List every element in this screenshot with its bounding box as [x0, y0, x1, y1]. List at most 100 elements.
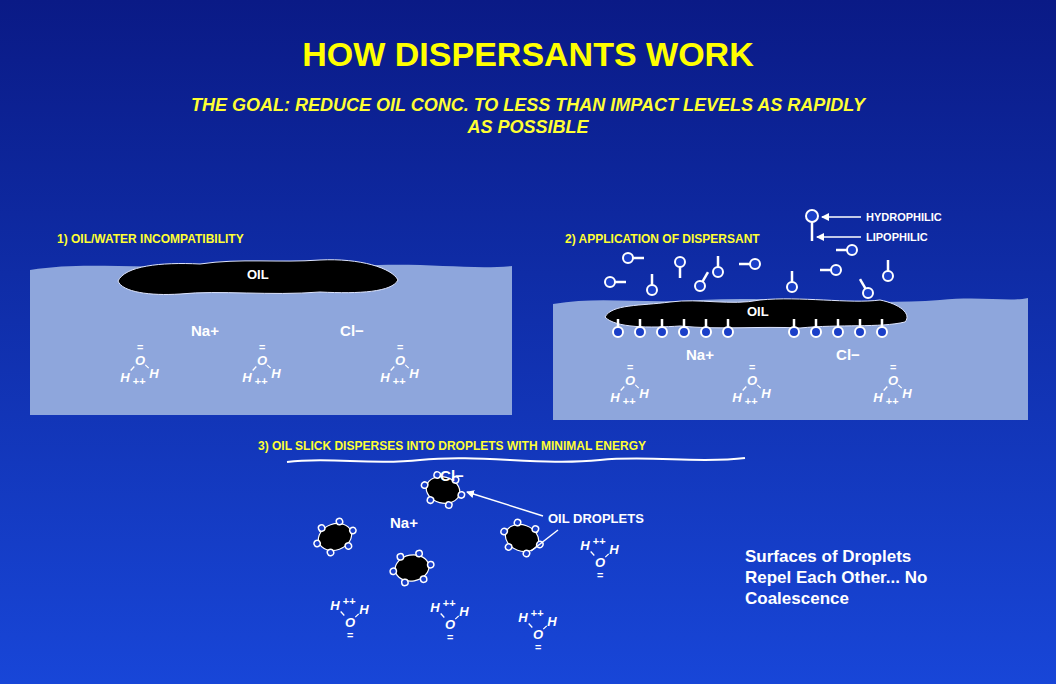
bond-line [605, 554, 608, 557]
atom-label: H [149, 367, 158, 380]
charge-mark: = [137, 341, 143, 354]
atom-label: O [395, 354, 405, 367]
dispersant-head [397, 553, 404, 560]
lipophilic-tail [881, 319, 884, 327]
atom-label: O [257, 354, 267, 367]
charge-mark: = [259, 341, 265, 354]
bond-line [391, 367, 395, 371]
atom-label: O [135, 354, 145, 367]
atom-label: H [380, 371, 389, 384]
dispersant-head [457, 491, 465, 499]
water-panel: 1) OIL/WATER INCOMPATIBILITYOIL [30, 258, 512, 415]
title: HOW DISPERSANTS WORK [0, 34, 1056, 74]
leader-line [531, 530, 558, 551]
atom-label: H [518, 611, 527, 624]
dispersant-head [401, 579, 408, 586]
dispersant-head [390, 568, 397, 575]
hydrophilic-head [713, 267, 723, 277]
atom-label: H [242, 371, 251, 384]
ion-label: Cl− [340, 322, 364, 339]
atom-label: O [533, 628, 543, 641]
charge-mark: = [535, 641, 541, 654]
bond-line [591, 552, 595, 556]
oil-droplet [496, 515, 549, 561]
lipophilic-tail [793, 319, 796, 327]
dispersant-head [415, 550, 422, 557]
oil-label: OIL [747, 304, 769, 319]
callout-label: OIL DROPLETS [548, 510, 644, 527]
panel-heading: 2) APPLICATION OF DISPERSANT [565, 232, 760, 246]
atom-label: H [580, 539, 589, 552]
dispersant-head [522, 549, 530, 557]
bond-line [884, 387, 888, 391]
dispersant-head [420, 575, 427, 582]
atom-label: H [873, 391, 882, 404]
dispersant-head [500, 527, 508, 535]
bond-line [621, 387, 625, 391]
lipophilic-tail [791, 271, 794, 282]
atom-label: O [445, 618, 455, 631]
water-surface-line [287, 458, 745, 462]
oil-droplet-body [393, 552, 431, 584]
atom-label: H [732, 391, 741, 404]
atom-label: H [120, 371, 129, 384]
atom-label: H [359, 603, 368, 616]
bond-line [635, 385, 638, 388]
water-body [553, 298, 1028, 420]
hydrophilic-head-symbol [806, 210, 818, 222]
charge-mark: = [447, 631, 453, 644]
bond-line [743, 387, 747, 391]
ion-label: Na+ [390, 514, 418, 531]
hydrophilic-head [701, 327, 711, 337]
hydrophilic-head [679, 327, 689, 337]
bond-line [253, 367, 257, 371]
bond-line [145, 365, 148, 368]
lipophilic-tail [639, 319, 642, 327]
subtitle: THE GOAL: REDUCE OIL CONC. TO LESS THAN … [178, 94, 878, 138]
oil-body [118, 260, 398, 295]
oil-slick: OIL [118, 258, 398, 296]
charge-mark: ++ [393, 375, 406, 388]
hydrophilic-head [675, 257, 685, 267]
lipophilic-tail-symbol [811, 222, 814, 241]
atom-label: O [345, 616, 355, 629]
lipophilic-tail [836, 249, 847, 252]
bond-line [267, 365, 270, 368]
atom-label: H [639, 387, 648, 400]
key-label: LIPOPHILIC [866, 229, 928, 246]
bond-line [131, 367, 135, 371]
lipophilic-tail [661, 319, 664, 327]
note: Surfaces of Droplets Repel Each Other...… [745, 546, 960, 609]
dispersant-head [344, 542, 352, 550]
hydrophilic-head [605, 277, 615, 287]
charge-mark: ++ [443, 597, 456, 610]
dispersant-head [421, 481, 429, 489]
lipophilic-tail [679, 267, 682, 278]
atom-label: H [902, 387, 911, 400]
lipophilic-tail [860, 279, 866, 289]
ion-label: Cl− [836, 346, 860, 363]
ion-label: Na+ [686, 346, 714, 363]
dispersant-head [313, 539, 321, 547]
charge-mark: = [347, 629, 353, 642]
atom-label: O [595, 556, 605, 569]
hydrophilic-head [635, 327, 645, 337]
bond-line [355, 614, 358, 617]
oil-body [605, 299, 907, 328]
lipophilic-tail [887, 260, 890, 271]
hydrophilic-head [877, 327, 887, 337]
panel-heading: 3) OIL SLICK DISPERSES INTO DROPLETS WIT… [258, 438, 646, 455]
charge-mark: ++ [343, 595, 356, 608]
dispersant-head [505, 543, 513, 551]
oil-droplet-body [502, 520, 543, 556]
dispersant-head [531, 525, 539, 533]
hydrophilic-head [787, 282, 797, 292]
atom-label: H [271, 367, 280, 380]
bond-line [341, 612, 345, 616]
lipophilic-tail [615, 281, 626, 284]
dispersant-head [349, 526, 357, 534]
atom-label: H [330, 599, 339, 612]
panel-heading: 1) OIL/WATER INCOMPATIBILITY [57, 232, 244, 246]
bond-line [455, 616, 458, 619]
